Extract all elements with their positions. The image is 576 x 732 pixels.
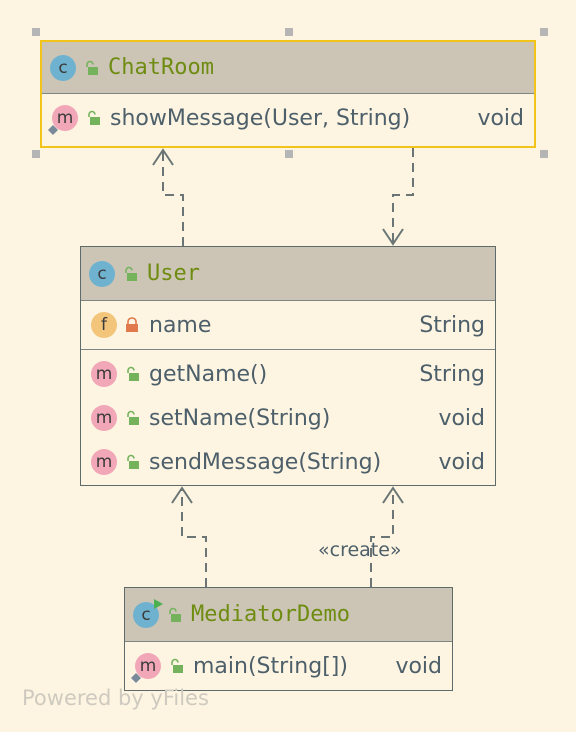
public-lock-icon	[127, 366, 139, 381]
selection-handle[interactable]	[540, 150, 548, 158]
public-lock-icon	[125, 266, 137, 281]
method-row[interactable]: m setName(String) void	[81, 396, 495, 440]
methods-section: m showMessage(User, String) void	[42, 94, 534, 142]
class-icon: c	[50, 54, 76, 81]
method-return-type: void	[438, 449, 485, 475]
public-lock-icon	[88, 110, 100, 125]
method-icon: m	[48, 105, 78, 135]
selection-handle[interactable]	[32, 28, 40, 36]
private-lock-icon	[126, 317, 138, 332]
field-type: String	[419, 312, 485, 338]
method-return-type: void	[477, 105, 524, 131]
method-name: sendMessage(String)	[149, 449, 382, 475]
field-name: name	[149, 312, 212, 338]
edge-chatroom-to-user	[392, 148, 414, 244]
class-node-mediatordemo[interactable]: c MediatorDemo m main(String[]) void	[124, 587, 453, 691]
class-title: User	[147, 261, 200, 286]
method-row[interactable]: m main(String[]) void	[125, 644, 452, 688]
method-name: setName(String)	[149, 405, 331, 431]
yfiles-watermark: Powered by yFiles	[22, 686, 209, 710]
class-node-user[interactable]: c User f name String m getName() String	[80, 246, 496, 486]
method-row[interactable]: m sendMessage(String) void	[81, 440, 495, 484]
public-lock-icon	[171, 658, 183, 673]
edge-mediatordemo-to-user-left	[181, 488, 207, 587]
method-name: getName()	[149, 361, 268, 387]
class-header: c User	[81, 247, 495, 301]
methods-section: m main(String[]) void	[125, 642, 452, 690]
static-marker-icon	[48, 125, 58, 135]
method-return-type: void	[438, 405, 485, 431]
public-lock-icon	[86, 60, 98, 75]
class-title: MediatorDemo	[191, 602, 350, 627]
arrowhead-to-user-bottom-left	[171, 486, 193, 504]
field-icon: f	[91, 312, 117, 338]
method-icon: m	[91, 361, 117, 387]
class-title: ChatRoom	[108, 55, 214, 80]
fields-section: f name String	[81, 301, 495, 350]
static-marker-icon	[131, 673, 141, 683]
class-header: c ChatRoom	[42, 42, 534, 94]
edge-user-to-chatroom	[162, 150, 184, 246]
method-row[interactable]: m showMessage(User, String) void	[42, 96, 534, 140]
method-return-type: String	[419, 361, 485, 387]
method-icon: m	[131, 653, 161, 683]
run-triangle-icon	[154, 598, 163, 609]
selection-handle[interactable]	[32, 150, 40, 158]
method-icon: m	[91, 449, 117, 475]
arrowhead-to-chatroom	[152, 148, 174, 166]
method-row[interactable]: m getName() String	[81, 352, 495, 396]
method-name: showMessage(User, String)	[110, 105, 411, 131]
runnable-class-icon: c	[133, 598, 163, 628]
public-lock-icon	[127, 454, 139, 469]
edge-mediatordemo-to-user-create	[370, 488, 394, 587]
selection-handle[interactable]	[285, 150, 293, 158]
method-icon: m	[91, 405, 117, 431]
edge-label-create: «create»	[318, 539, 402, 561]
selection-handle[interactable]	[540, 28, 548, 36]
method-return-type: void	[395, 653, 442, 679]
selection-handle[interactable]	[285, 28, 293, 36]
field-row[interactable]: f name String	[81, 303, 495, 347]
public-lock-icon	[127, 410, 139, 425]
arrowhead-to-user-top	[382, 228, 404, 246]
method-name: main(String[])	[193, 653, 348, 679]
arrowhead-to-user-bottom-right	[382, 486, 404, 504]
methods-section: m getName() String m setName(String) voi…	[81, 350, 495, 486]
class-icon: c	[89, 260, 115, 287]
public-lock-icon	[169, 607, 181, 622]
class-node-chatroom[interactable]: c ChatRoom m showMessage(User, String) v…	[40, 40, 536, 148]
class-header: c MediatorDemo	[125, 588, 452, 642]
